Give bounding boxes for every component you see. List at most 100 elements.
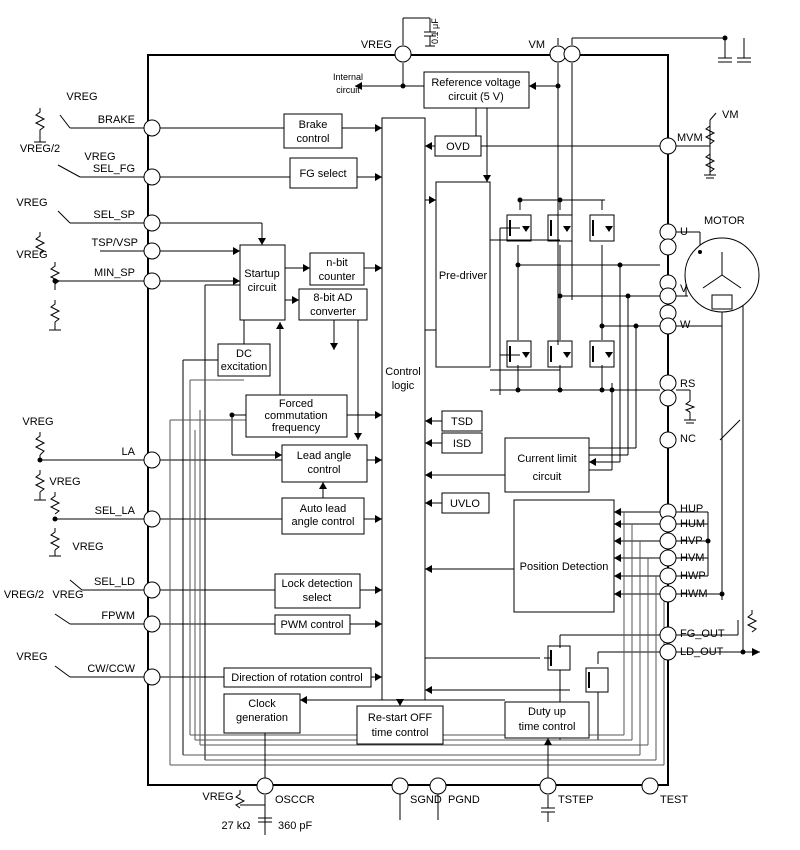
ovd-text: OVD — [446, 141, 470, 153]
ext-vreg-7: VREG — [72, 541, 103, 553]
mosfet-v-high — [547, 214, 573, 242]
block-brake-control — [283, 113, 343, 149]
lock-det-l1: Lock detection — [282, 578, 353, 590]
pin-hwp — [659, 567, 677, 585]
block-fg-select — [289, 157, 358, 189]
dir-control-text: Direction of rotation control — [231, 672, 362, 684]
uvlo-text: UVLO — [450, 498, 480, 510]
label-fg-out: FG_OUT — [680, 628, 725, 640]
lock-det-l2: select — [303, 592, 332, 604]
label-u: U — [680, 226, 688, 238]
pin-min-sp — [143, 272, 161, 290]
block-isd — [441, 432, 483, 454]
block-forced-commutation — [245, 394, 348, 438]
fg-select-text: FG select — [299, 168, 346, 180]
ext-vreg-9: VREG — [16, 651, 47, 663]
control-logic-l1: Control — [385, 366, 420, 378]
label-hwm: HWM — [680, 588, 708, 600]
isd-text: ISD — [453, 438, 471, 450]
mosfet-ld-out — [585, 667, 609, 693]
pin-brake — [143, 119, 161, 137]
label-cap-top: 0.1 μF — [430, 18, 440, 44]
label-pgnd: PGND — [448, 794, 480, 806]
functional-blocks — [217, 71, 615, 745]
label-sel-ld: SEL_LD — [94, 576, 135, 588]
mosfet-w-high — [589, 214, 615, 242]
pin-ld-out — [659, 643, 677, 661]
label-sel-la: SEL_LA — [95, 505, 136, 517]
pin-fpwm — [143, 615, 161, 633]
pin-sel-fg — [143, 168, 161, 186]
label-la: LA — [122, 446, 136, 458]
label-mvm: MVM — [677, 132, 703, 144]
block-ovd — [434, 135, 482, 157]
pin-u-b — [659, 238, 677, 256]
mosfet-u-high — [506, 214, 532, 242]
block-dc-excitation — [217, 343, 271, 377]
auto-lead-l2: angle control — [292, 516, 355, 528]
pin-vreg — [394, 45, 412, 63]
ext-vreg-8: VREG — [52, 589, 83, 601]
duty-up-l2: time control — [519, 721, 576, 733]
label-brake: BRAKE — [98, 114, 135, 126]
block-predriver — [435, 181, 491, 368]
pwm-control-text: PWM control — [281, 619, 344, 631]
ext-vreg-6: VREG — [49, 476, 80, 488]
ext-vreg-half-1: VREG/2 — [20, 143, 60, 155]
pin-pgnd — [429, 777, 447, 795]
auto-lead-l1: Auto lead — [300, 503, 346, 515]
lead-angle-l2: control — [307, 464, 340, 476]
label-test: TEST — [660, 794, 688, 806]
dc-exc-l2: excitation — [221, 361, 267, 373]
adc-l1: 8-bit AD — [313, 292, 352, 304]
brake-control-l2: control — [296, 133, 329, 145]
label-tstep: TSTEP — [558, 794, 593, 806]
ext-vreg-half-2: VREG/2 — [4, 589, 44, 601]
label-nc: NC — [680, 433, 696, 445]
block-direction-control — [223, 667, 372, 688]
ext-vreg-osc: VREG — [202, 791, 233, 803]
label-r-osc: 27 kΩ — [221, 820, 250, 832]
pin-sel-sp — [143, 214, 161, 232]
pin-tstep — [539, 777, 557, 795]
nbit-l1: n-bit — [326, 257, 347, 269]
label-min-sp: MIN_SP — [94, 267, 135, 279]
signal-arrows — [233, 82, 760, 745]
pin-vm-b — [563, 45, 581, 63]
startup-l1: Startup — [244, 268, 279, 280]
block-lock-detection — [274, 573, 361, 609]
predriver-text: Pre-driver — [439, 270, 488, 282]
ext-vreg-1: VREG — [66, 91, 97, 103]
mosfet-w-low — [589, 340, 615, 368]
ext-vreg-4: VREG — [16, 249, 47, 261]
pin-sel-la — [143, 510, 161, 528]
label-motor: MOTOR — [704, 215, 745, 227]
control-logic-l2: logic — [392, 380, 415, 392]
label-ld-out: LD_OUT — [680, 646, 724, 658]
ext-vreg-3: VREG — [16, 197, 47, 209]
block-control-logic — [381, 117, 426, 701]
ref-voltage-l1: Reference voltage — [431, 77, 520, 89]
brake-control-l1: Brake — [299, 119, 328, 131]
forced-comm-l1: Forced — [279, 398, 313, 410]
labels: Reference voltage circuit (5 V) Brake co… — [4, 18, 745, 832]
label-sel-fg: SEL_FG — [93, 163, 135, 175]
block-ref-voltage — [423, 71, 530, 109]
pin-hvm — [659, 549, 677, 567]
restart-l1: Re-start OFF — [368, 712, 432, 724]
block-auto-lead — [281, 497, 365, 535]
motor-symbol — [684, 237, 760, 313]
restart-l2: time control — [372, 727, 429, 739]
block-tsd — [441, 410, 483, 432]
block-duty-up — [504, 701, 590, 739]
forced-comm-l3: frequency — [272, 422, 321, 434]
pin-hum — [659, 515, 677, 533]
block-pwm-control — [274, 614, 351, 635]
pin-sel-ld — [143, 581, 161, 599]
block-position-detection — [513, 499, 615, 613]
label-hum: HUM — [680, 518, 705, 530]
pin-osccr — [256, 777, 274, 795]
pin-rs-a — [659, 374, 677, 392]
label-hup: HUP — [680, 503, 703, 515]
